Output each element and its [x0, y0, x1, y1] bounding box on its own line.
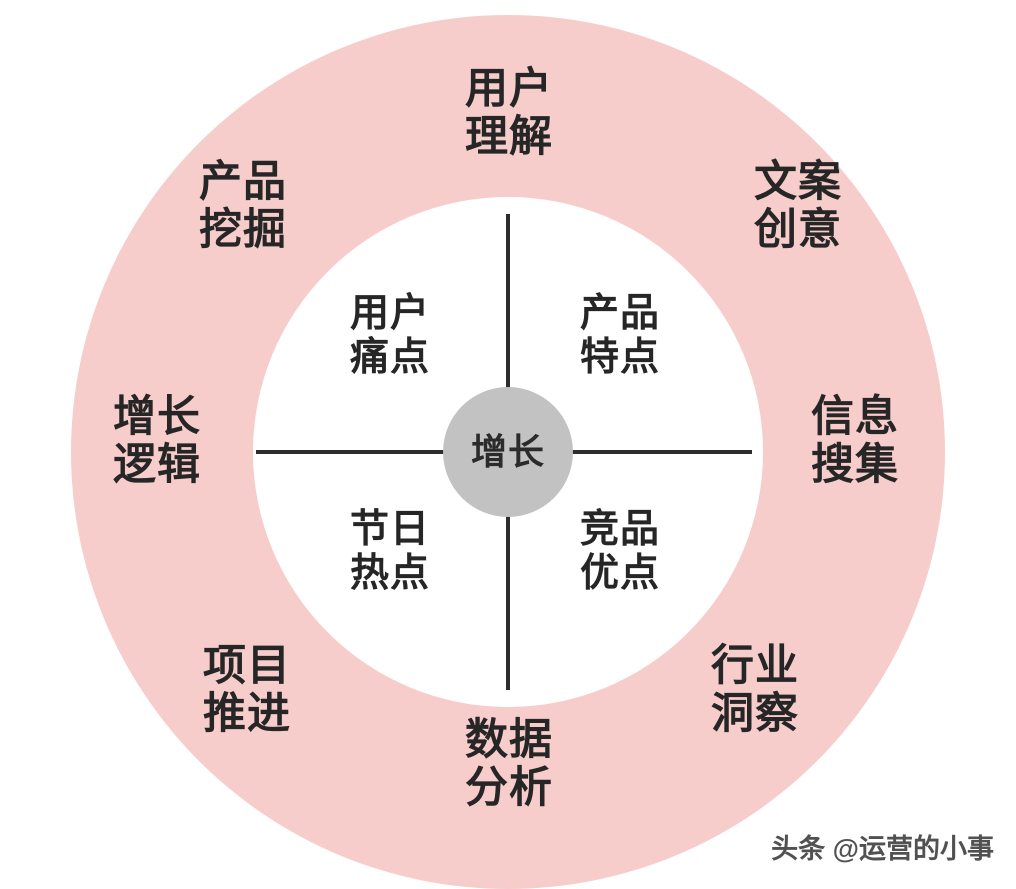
outer-label-copy-creative[interactable]: 文案 创意 [754, 158, 842, 255]
quadrant-label-user-pain-points[interactable]: 用户 痛点 [349, 292, 430, 379]
quadrant-label-competitor-strengths[interactable]: 竞品 优点 [579, 508, 660, 595]
center-hub[interactable]: 增长 [443, 387, 573, 517]
outer-label-product-mining[interactable]: 产品 挖掘 [199, 158, 287, 255]
outer-label-growth-logic[interactable]: 增长 逻辑 [113, 393, 201, 490]
watermark-text: 头条 @运营的小事 [771, 834, 994, 864]
quadrant-label-holiday-hotspots[interactable]: 节日 热点 [349, 508, 430, 595]
quadrant-label-product-features[interactable]: 产品 特点 [579, 292, 660, 379]
outer-label-data-analysis[interactable]: 数据 分析 [465, 716, 553, 813]
outer-label-user-understanding[interactable]: 用户 理解 [465, 65, 553, 162]
outer-label-information-gathering[interactable]: 信息 搜集 [811, 393, 899, 490]
outer-label-project-advancement[interactable]: 项目 推进 [203, 642, 291, 739]
outer-label-industry-insight[interactable]: 行业 洞察 [711, 642, 799, 739]
center-hub-label: 增长 [470, 431, 545, 472]
